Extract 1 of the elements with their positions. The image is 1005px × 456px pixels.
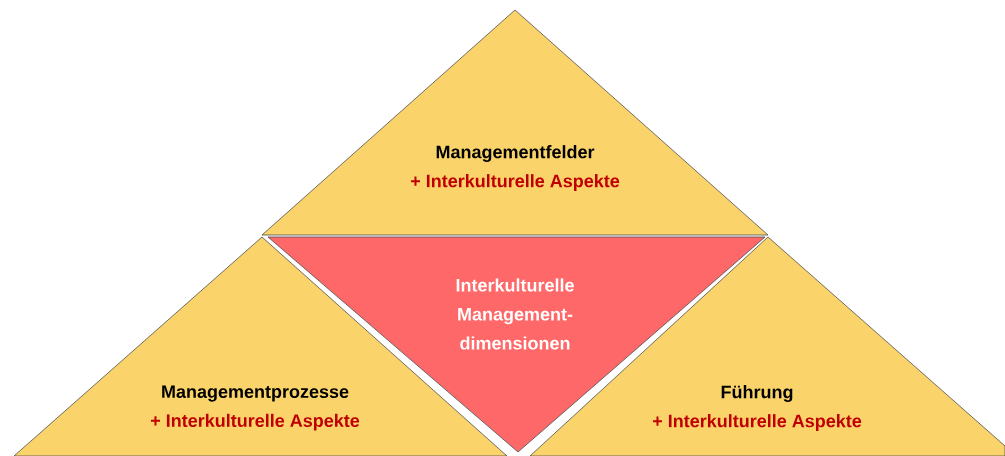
triangle-panel: Managementfelder + Interkulturelle Aspekte [261,9,769,236]
